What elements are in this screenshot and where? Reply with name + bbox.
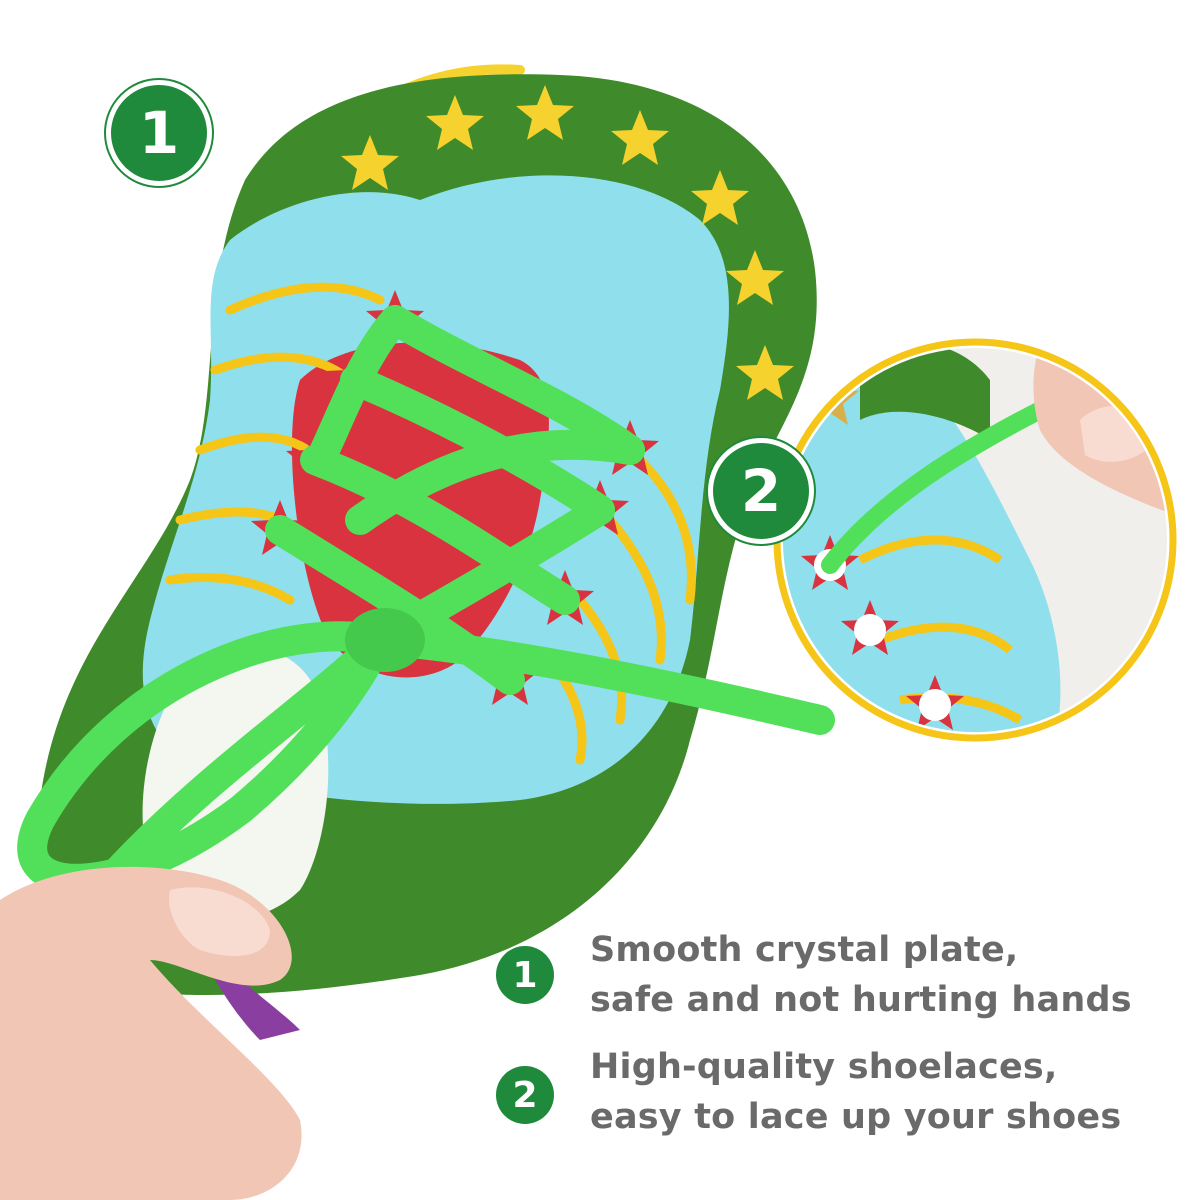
zoom-detail	[773, 338, 1177, 742]
feature-2-text: High-quality shoelaces, easy to lace up …	[590, 1042, 1190, 1142]
step-badge-2-zoom: 2	[708, 438, 814, 544]
feature-2-line-2: easy to lace up your shoes	[590, 1097, 1122, 1137]
feature-2-line-1: High-quality shoelaces,	[590, 1047, 1058, 1087]
feature-1-line-2: safe and not hurting hands	[590, 980, 1132, 1020]
feature-2-badge: 2	[496, 1066, 554, 1124]
decor-stripes	[165, 282, 696, 765]
feature-1-line-1: Smooth crystal plate,	[590, 930, 1019, 970]
step-badge-1-top: 1	[106, 80, 212, 186]
thumbnail	[169, 887, 270, 956]
feature-1-text: Smooth crystal plate, safe and not hurti…	[590, 925, 1190, 1025]
feature-1-badge: 1	[496, 946, 554, 1004]
lace-knot	[345, 608, 425, 672]
